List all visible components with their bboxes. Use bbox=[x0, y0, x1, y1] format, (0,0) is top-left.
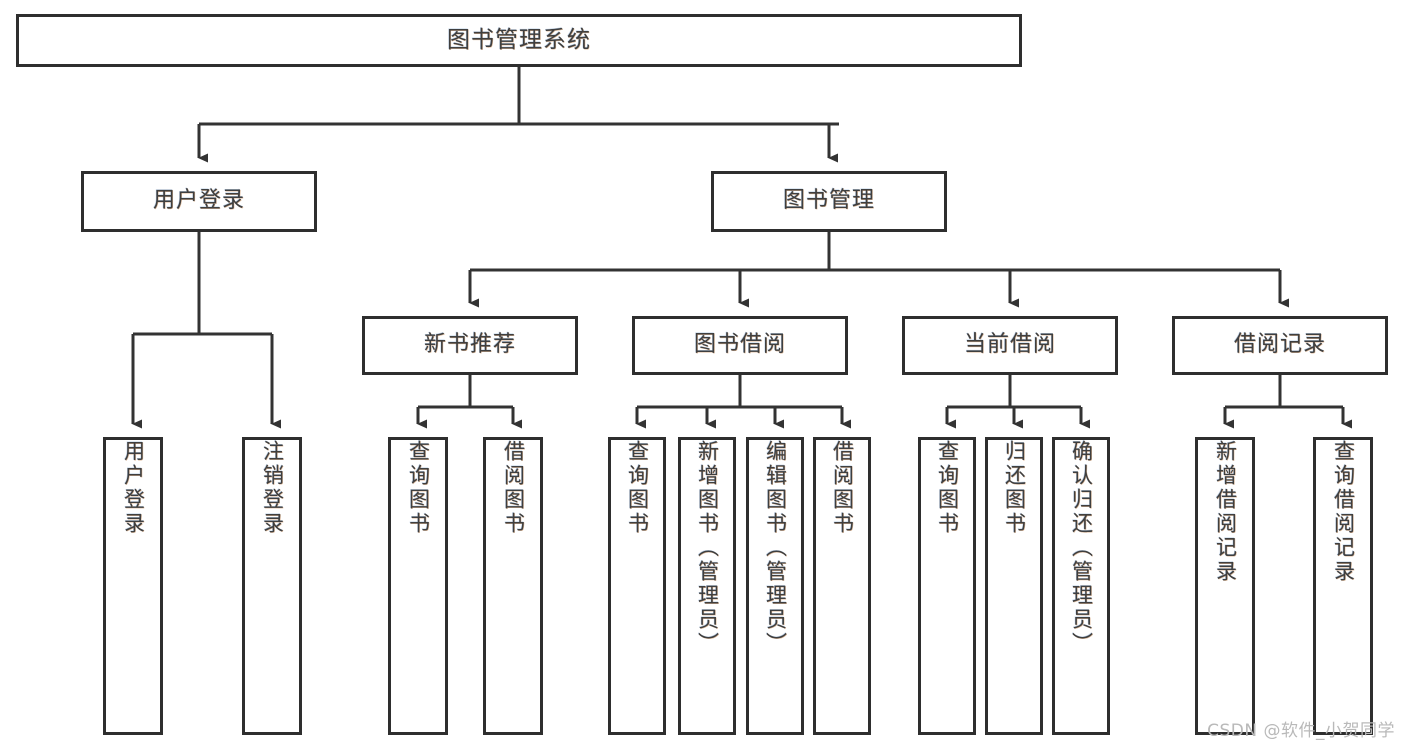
leaf-user-login-label: 用户登录 bbox=[121, 440, 146, 536]
leaf-query-book-3-label: 查询图书 bbox=[935, 440, 960, 536]
leaf-return-book-label: 归还图书 bbox=[1002, 440, 1027, 536]
leaf-add-book-label: 新增图书（管理员） bbox=[695, 440, 720, 656]
node-current-borrow-label: 当前借阅 bbox=[963, 332, 1056, 358]
leaf-query-book-3[interactable]: 查询图书 bbox=[918, 437, 976, 735]
leaf-query-book-1-label: 查询图书 bbox=[406, 440, 431, 536]
leaf-edit-book-label: 编辑图书（管理员） bbox=[763, 440, 788, 656]
node-current-borrow[interactable]: 当前借阅 bbox=[902, 316, 1118, 375]
node-new-book-recommend[interactable]: 新书推荐 bbox=[362, 316, 578, 375]
node-borrow-record-label: 借阅记录 bbox=[1233, 332, 1326, 358]
watermark: CSDN @软件_小贺同学 bbox=[1207, 721, 1395, 741]
leaf-logout-login-label: 注销登录 bbox=[260, 440, 285, 536]
node-book-manage[interactable]: 图书管理 bbox=[711, 171, 947, 232]
leaf-add-record[interactable]: 新增借阅记录 bbox=[1195, 437, 1255, 735]
leaf-add-record-label: 新增借阅记录 bbox=[1213, 440, 1238, 584]
leaf-return-book[interactable]: 归还图书 bbox=[985, 437, 1043, 735]
node-borrow-record[interactable]: 借阅记录 bbox=[1172, 316, 1388, 375]
leaf-confirm-return-label: 确认归还（管理员） bbox=[1069, 440, 1094, 656]
leaf-query-book-2[interactable]: 查询图书 bbox=[608, 437, 666, 735]
node-book-borrow[interactable]: 图书借阅 bbox=[632, 316, 848, 375]
leaf-borrow-book-1-label: 借阅图书 bbox=[501, 440, 526, 536]
node-book-manage-label: 图书管理 bbox=[782, 188, 875, 214]
node-new-book-recommend-label: 新书推荐 bbox=[423, 332, 516, 358]
leaf-user-login[interactable]: 用户登录 bbox=[103, 437, 163, 735]
leaf-add-book[interactable]: 新增图书（管理员） bbox=[678, 437, 736, 735]
leaf-borrow-book-2[interactable]: 借阅图书 bbox=[813, 437, 871, 735]
leaf-query-record-label: 查询借阅记录 bbox=[1331, 440, 1356, 584]
node-root[interactable]: 图书管理系统 bbox=[16, 14, 1022, 67]
leaf-logout-login[interactable]: 注销登录 bbox=[242, 437, 302, 735]
node-book-borrow-label: 图书借阅 bbox=[693, 332, 786, 358]
leaf-borrow-book-1[interactable]: 借阅图书 bbox=[483, 437, 543, 735]
node-user-login[interactable]: 用户登录 bbox=[81, 171, 317, 232]
node-user-login-label: 用户登录 bbox=[152, 188, 245, 214]
leaf-borrow-book-2-label: 借阅图书 bbox=[830, 440, 855, 536]
leaf-confirm-return[interactable]: 确认归还（管理员） bbox=[1052, 437, 1110, 735]
leaf-query-record[interactable]: 查询借阅记录 bbox=[1313, 437, 1373, 735]
leaf-query-book-2-label: 查询图书 bbox=[625, 440, 650, 536]
leaf-query-book-1[interactable]: 查询图书 bbox=[388, 437, 448, 735]
leaf-edit-book[interactable]: 编辑图书（管理员） bbox=[746, 437, 804, 735]
node-root-label: 图书管理系统 bbox=[447, 26, 591, 53]
